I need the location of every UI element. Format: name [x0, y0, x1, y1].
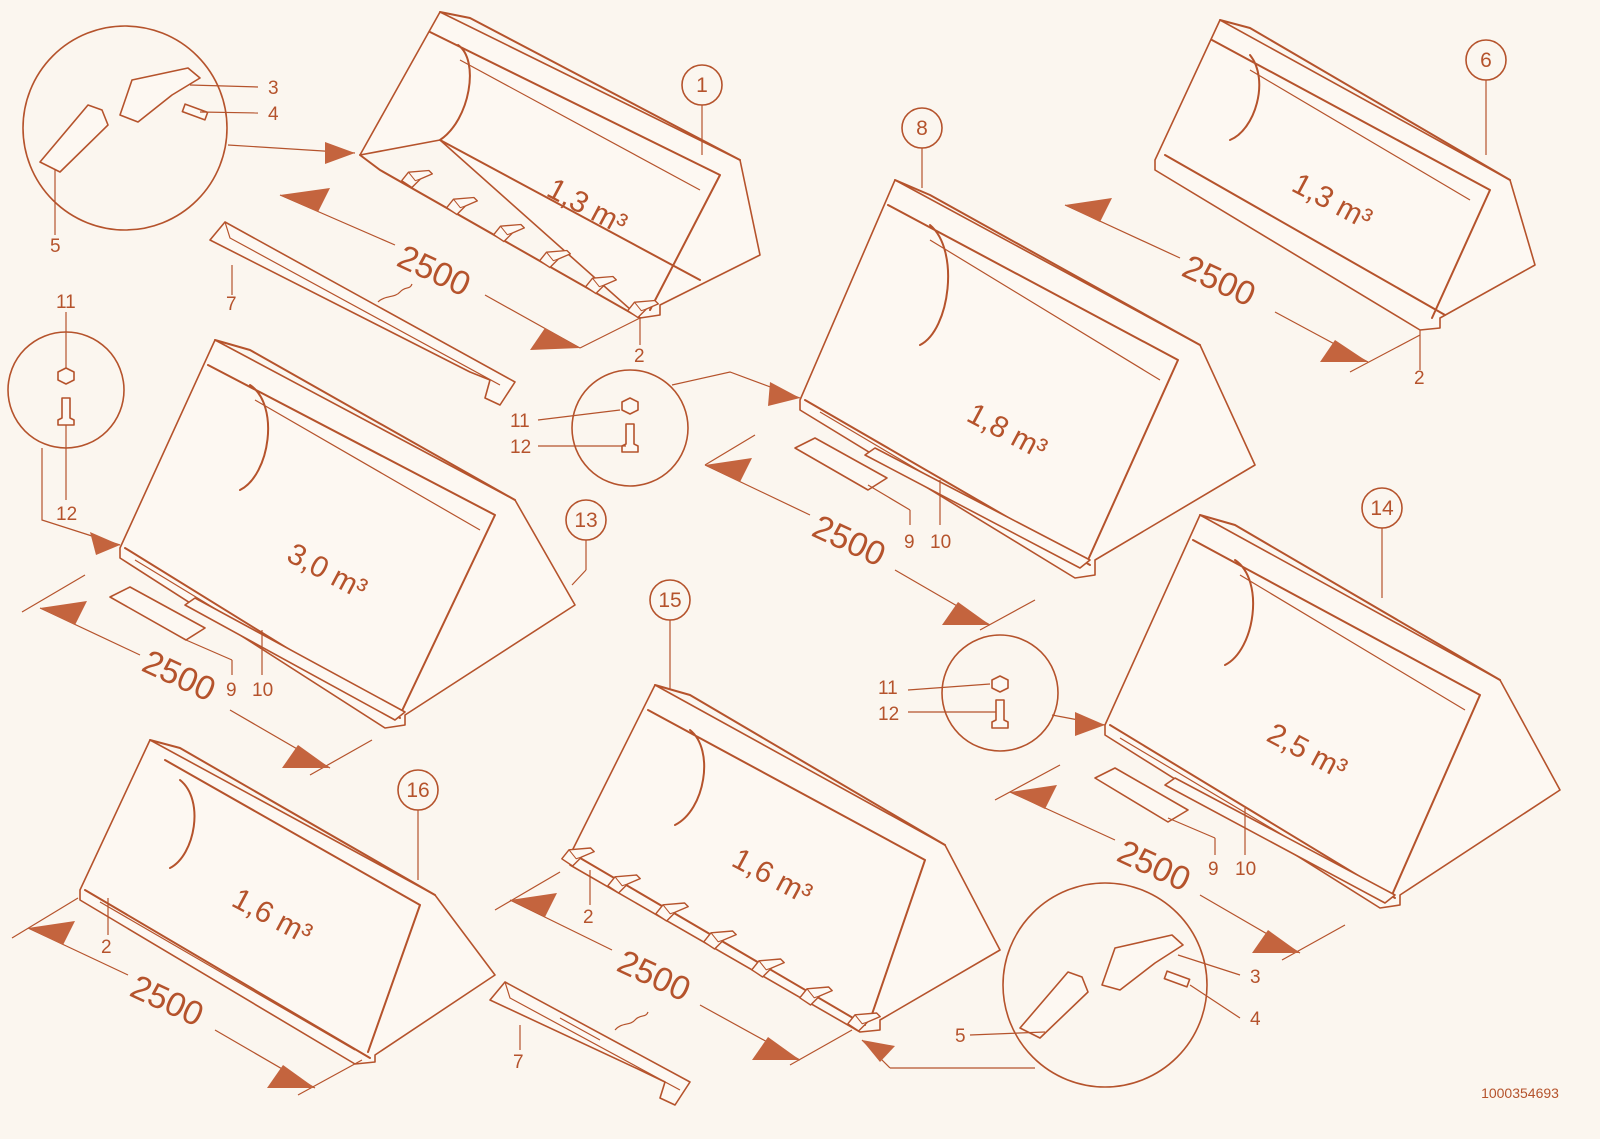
callout-14: 14 — [1361, 487, 1403, 529]
bucket-6: 1,3 m³ — [1154, 19, 1536, 331]
dimension-label-15: 2500 — [612, 943, 697, 1009]
detail-tooth-assembly-bottom — [861, 882, 1241, 1088]
tooth-guard-lower — [489, 981, 691, 1106]
label-11: 11 — [56, 292, 76, 313]
svg-text:16: 16 — [406, 779, 429, 802]
dimension-label-6: 2500 — [1177, 248, 1262, 314]
label-5: 5 — [955, 1026, 966, 1047]
label-12: 12 — [878, 704, 899, 725]
svg-text:1: 1 — [696, 74, 708, 97]
label-5: 5 — [50, 236, 61, 257]
label-11: 11 — [878, 678, 898, 699]
label-9: 9 — [1208, 859, 1219, 880]
label-4: 4 — [268, 104, 279, 125]
label-12: 12 — [510, 437, 531, 458]
label-11: 11 — [510, 411, 530, 432]
svg-text:14: 14 — [1370, 497, 1394, 520]
label-2: 2 — [1414, 368, 1425, 389]
bucket-8: 1,8 m³ — [799, 179, 1256, 579]
callout-13: 13 — [565, 499, 607, 541]
callout-1: 1 — [681, 64, 723, 106]
bucket-16: 1,6 m³ — [79, 739, 496, 1065]
wear-plate-bucket-8 — [794, 437, 1091, 569]
wear-plate-bucket-13 — [109, 586, 406, 721]
detail-bolt-center — [537, 369, 801, 487]
label-9: 9 — [226, 680, 237, 701]
detail-tooth-assembly-top — [22, 25, 356, 235]
label-2: 2 — [634, 346, 645, 367]
callout-15: 15 — [649, 579, 691, 621]
wear-plate-bucket-14 — [1094, 767, 1396, 904]
label-2: 2 — [583, 907, 594, 928]
part-labels: 3 4 5 7 2 2 11 12 11 12 9 10 9 10 11 12 … — [50, 78, 1425, 1073]
bucket-15: 1,6 m³ — [560, 684, 1001, 1033]
label-9: 9 — [904, 532, 915, 553]
detail-bolt-right — [907, 634, 1106, 752]
bucket-1: 1,3 m³ — [359, 11, 761, 319]
callout-6: 6 — [1465, 39, 1507, 81]
svg-text:13: 13 — [574, 509, 597, 532]
label-3: 3 — [1250, 967, 1261, 988]
label-2: 2 — [101, 937, 112, 958]
document-id: 1000354693 — [1481, 1085, 1559, 1101]
detail-bolt-left — [7, 312, 125, 555]
bucket-14: 2,5 m³ — [1104, 514, 1561, 909]
label-12: 12 — [56, 504, 77, 525]
label-7: 7 — [513, 1052, 524, 1073]
label-10: 10 — [252, 680, 273, 701]
callout-8: 8 — [901, 107, 943, 149]
label-7: 7 — [226, 294, 237, 315]
dimension-label-13: 2500 — [137, 643, 222, 709]
label-10: 10 — [1235, 859, 1256, 880]
label-10: 10 — [930, 532, 951, 553]
label-3: 3 — [268, 78, 279, 99]
dimension-label-16: 2500 — [125, 968, 210, 1034]
tooth-guard-upper — [209, 221, 516, 406]
svg-text:8: 8 — [916, 117, 928, 140]
dimension-label-8: 2500 — [807, 508, 892, 574]
svg-text:6: 6 — [1480, 49, 1492, 72]
leader-lines — [107, 78, 1487, 1050]
label-4: 4 — [1250, 1009, 1261, 1030]
dimension-label-1: 2500 — [392, 238, 477, 304]
svg-text:15: 15 — [658, 589, 681, 612]
callout-16: 16 — [397, 769, 439, 811]
